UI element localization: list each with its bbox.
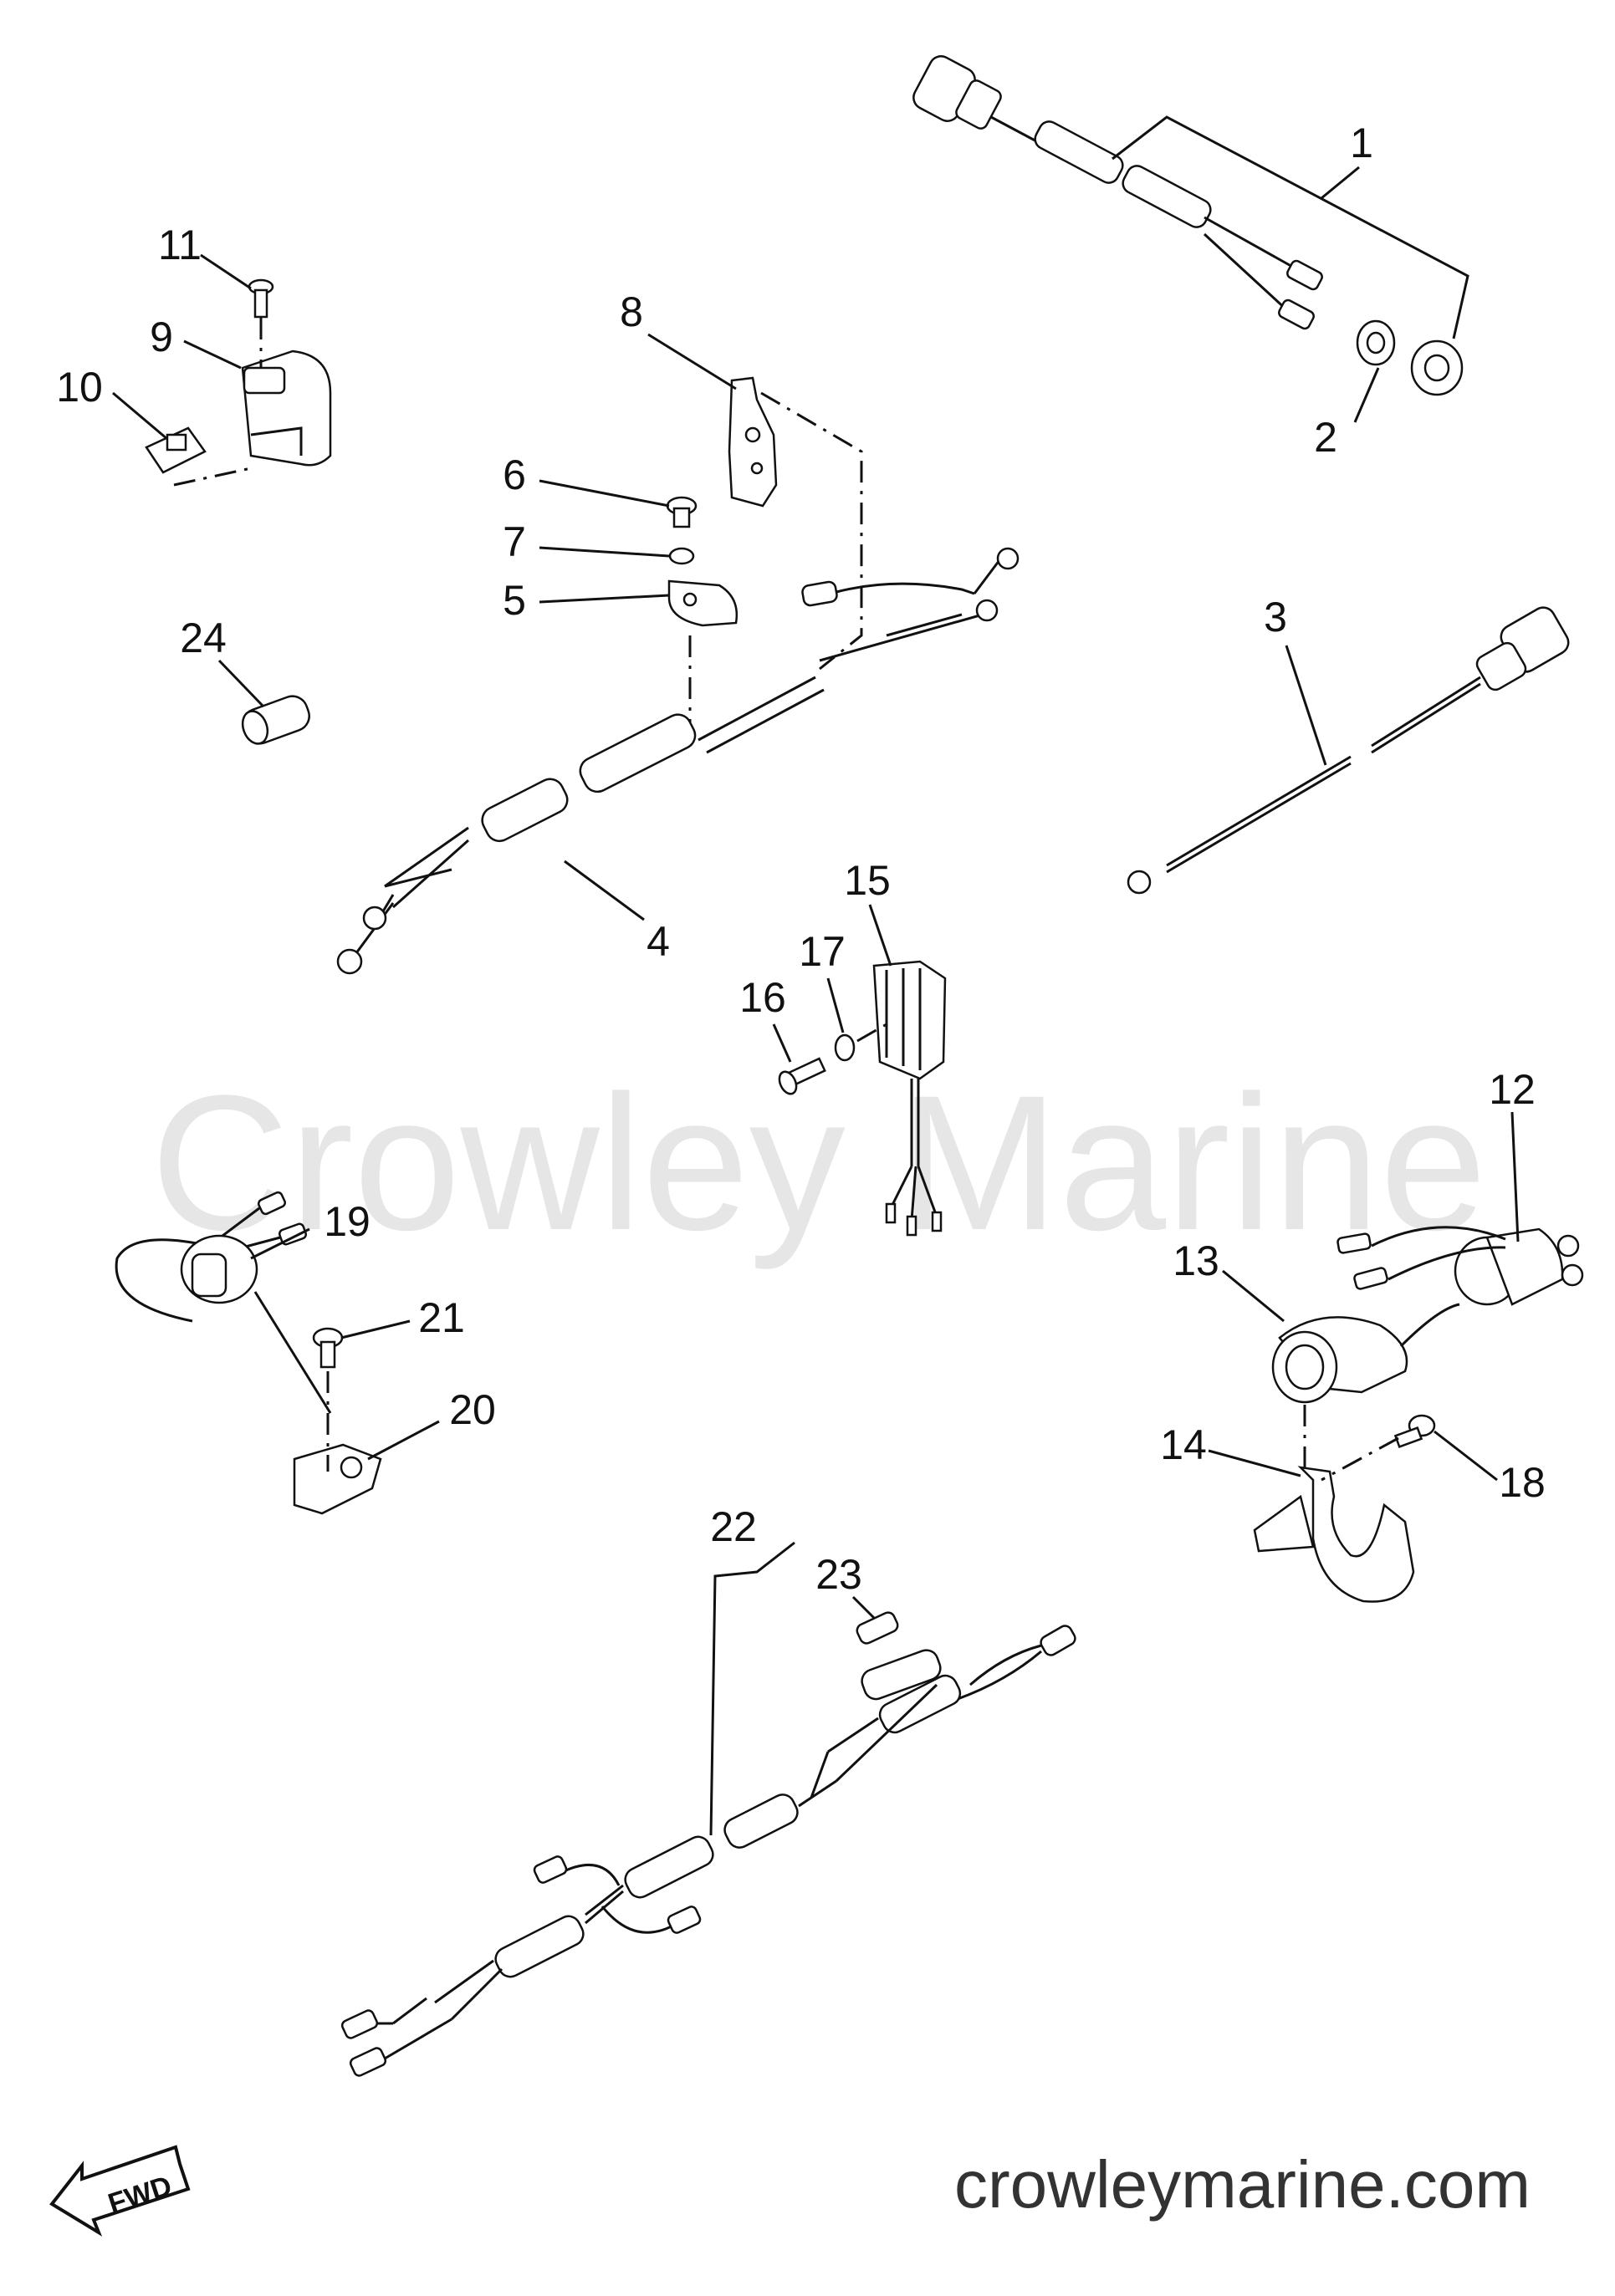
part-16-screw xyxy=(778,1057,826,1095)
callout-6: 6 xyxy=(503,452,526,498)
callout-24: 24 xyxy=(180,615,227,661)
callout-10: 10 xyxy=(56,364,103,411)
part-4-harness xyxy=(336,547,1020,975)
part-20-plate xyxy=(293,1443,382,1515)
part-5-clamp xyxy=(667,579,739,627)
callout-19: 19 xyxy=(324,1198,371,1245)
part-17-washer xyxy=(834,1033,856,1062)
callout-4: 4 xyxy=(647,918,670,965)
part-19-switch xyxy=(115,1191,308,1323)
callout-17: 17 xyxy=(799,928,846,975)
part-14-bracket xyxy=(1253,1466,1415,1603)
callout-21: 21 xyxy=(418,1294,465,1341)
callout-18: 18 xyxy=(1499,1459,1546,1506)
part-11-screw xyxy=(248,278,274,319)
callout-9: 9 xyxy=(150,314,173,360)
callout-8: 8 xyxy=(620,288,643,335)
callout-2: 2 xyxy=(1314,414,1337,461)
callout-20: 20 xyxy=(449,1386,496,1433)
callout-13: 13 xyxy=(1173,1237,1219,1284)
callout-16: 16 xyxy=(739,974,786,1021)
part-22-harness xyxy=(340,1625,1076,2077)
callout-5: 5 xyxy=(503,577,526,624)
callout-22: 22 xyxy=(710,1503,757,1550)
part-8-bracket xyxy=(728,376,778,508)
part-15-rectifier xyxy=(872,960,947,1237)
part-1-cable-assembly xyxy=(912,55,1469,396)
part-7-washer xyxy=(668,547,695,565)
callout-11: 11 xyxy=(158,222,202,268)
part-23-fuse xyxy=(856,1611,899,1645)
part-9-holder xyxy=(241,350,332,467)
part-21-bolt xyxy=(312,1327,344,1369)
callout-3: 3 xyxy=(1264,594,1287,640)
website-text: crowleymarine.com xyxy=(954,2147,1531,2222)
callout-14: 14 xyxy=(1160,1421,1207,1468)
part-12-relay xyxy=(1336,1226,1584,1306)
callout-7: 7 xyxy=(503,518,526,565)
callout-12: 12 xyxy=(1489,1066,1536,1113)
callout-23: 23 xyxy=(815,1551,862,1598)
callout-1: 1 xyxy=(1350,120,1373,166)
part-18-screw xyxy=(1393,1414,1436,1448)
fwd-arrow-icon: FWD xyxy=(49,2145,191,2237)
watermark-text: Crowley Marine xyxy=(151,1055,1487,1270)
part-6-bolt xyxy=(666,496,698,528)
part-10-clip xyxy=(145,426,207,474)
callout-15: 15 xyxy=(844,857,891,904)
part-24-cap xyxy=(241,695,310,745)
part-13-holder xyxy=(1271,1316,1408,1404)
part-3-lead xyxy=(1127,606,1570,895)
